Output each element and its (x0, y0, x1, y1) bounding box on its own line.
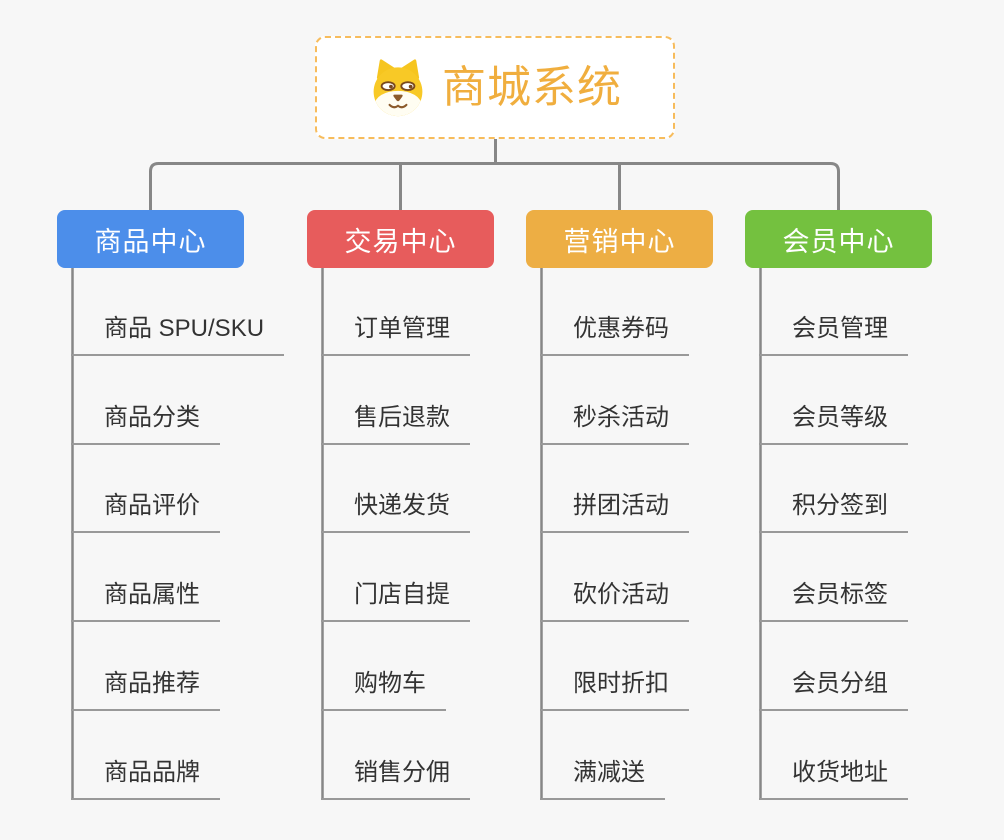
dog-icon (373, 58, 423, 116)
leaf-node[interactable]: 秒杀活动 (540, 400, 689, 445)
leaf-node[interactable]: 收货地址 (759, 755, 908, 800)
leaf-node[interactable]: 购物车 (321, 666, 446, 711)
leaf-node[interactable]: 砍价活动 (540, 577, 689, 622)
leaf-node[interactable]: 商品推荐 (71, 666, 220, 711)
leaf-node[interactable]: 商品评价 (71, 488, 220, 533)
leaf-node[interactable]: 快递发货 (321, 488, 470, 533)
leaf-node[interactable]: 限时折扣 (540, 666, 689, 711)
leaf-node[interactable]: 会员标签 (759, 577, 908, 622)
leaf-node[interactable]: 售后退款 (321, 400, 470, 445)
root-node[interactable]: 商城系统 (315, 36, 675, 139)
leaf-node[interactable]: 会员管理 (759, 311, 908, 356)
leaf-node[interactable]: 商品属性 (71, 577, 220, 622)
leaf-node[interactable]: 积分签到 (759, 488, 908, 533)
leaf-node[interactable]: 会员分组 (759, 666, 908, 711)
leaf-node[interactable]: 门店自提 (321, 577, 470, 622)
leaf-node[interactable]: 会员等级 (759, 400, 908, 445)
leaf-node[interactable]: 销售分佣 (321, 755, 470, 800)
branch-marketing-center[interactable]: 营销中心 (526, 210, 713, 268)
leaf-node[interactable]: 优惠券码 (540, 311, 689, 356)
leaf-node[interactable]: 商品分类 (71, 400, 220, 445)
leaf-node[interactable]: 商品品牌 (71, 755, 220, 800)
root-title: 商城系统 (442, 62, 622, 112)
branch-trade-center[interactable]: 交易中心 (307, 210, 494, 268)
leaf-node[interactable]: 订单管理 (321, 311, 470, 356)
leaf-node[interactable]: 满减送 (540, 755, 665, 800)
branch-member-center[interactable]: 会员中心 (745, 210, 932, 268)
leaf-node[interactable]: 商品 SPU/SKU (71, 311, 285, 356)
leaf-node[interactable]: 拼团活动 (540, 488, 689, 533)
branch-product-center[interactable]: 商品中心 (57, 210, 244, 268)
